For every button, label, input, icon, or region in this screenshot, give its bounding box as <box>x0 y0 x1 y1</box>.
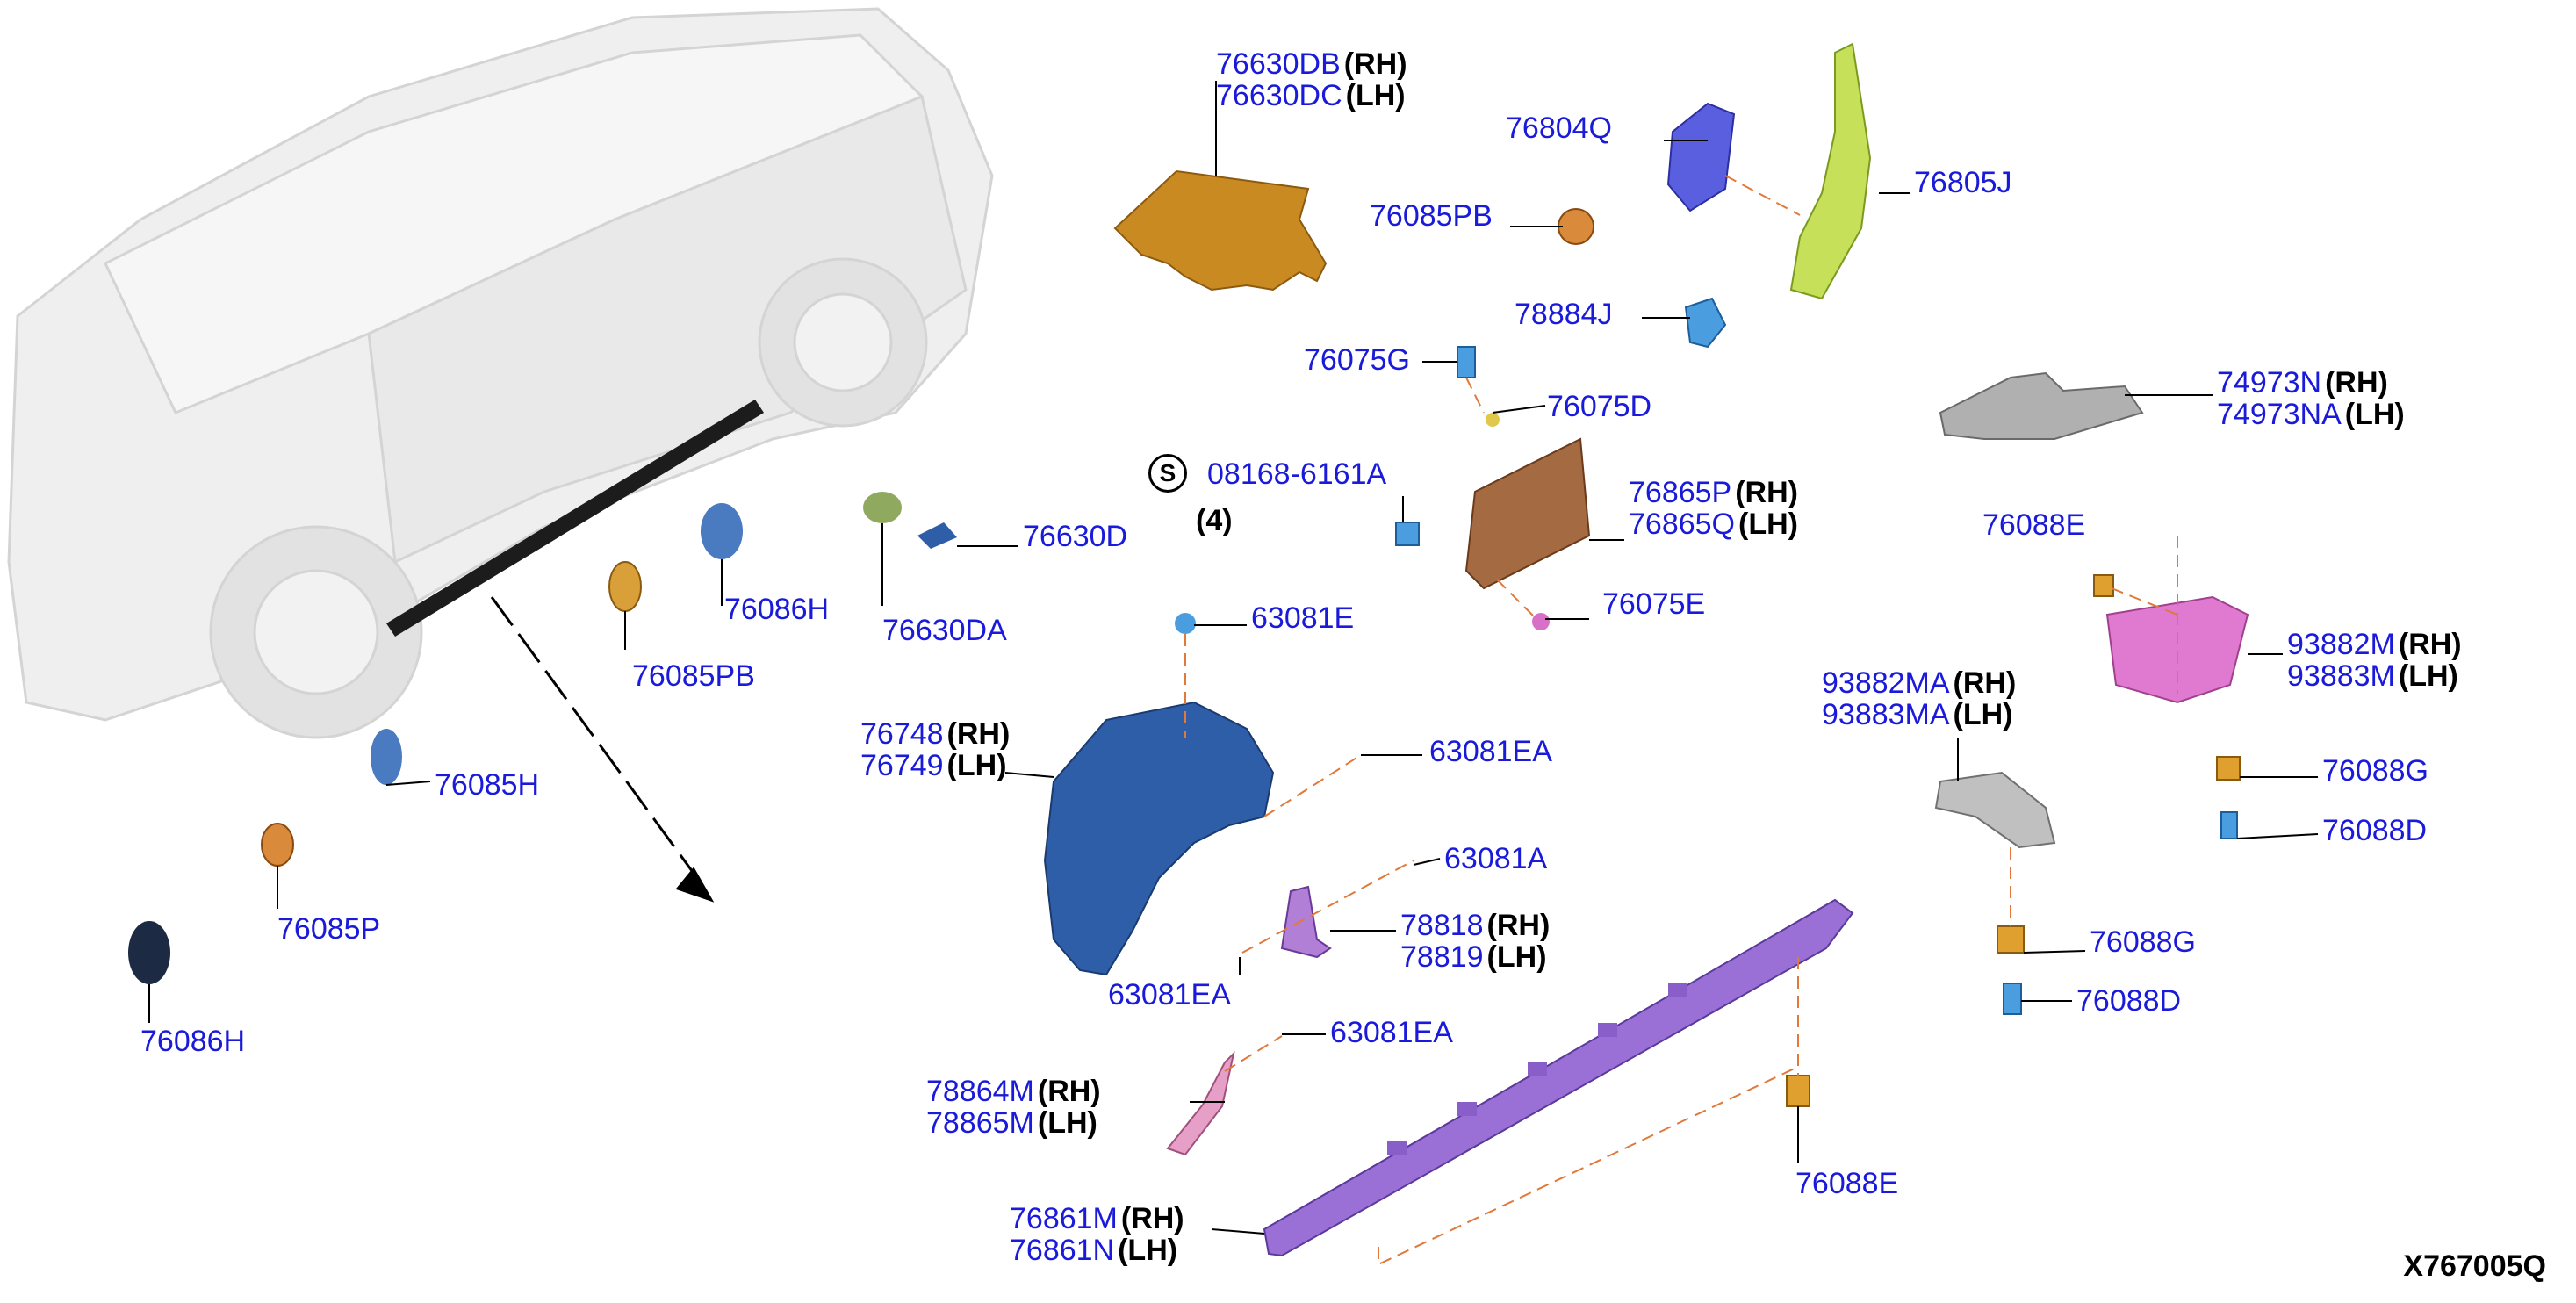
callout-63081e: 63081E <box>1251 601 1355 635</box>
clip-63081e <box>1175 613 1196 634</box>
part-76804q <box>1666 102 1736 212</box>
trim-93882m <box>2105 595 2249 704</box>
callout-76085pb-left: 76085PB <box>632 659 755 693</box>
callout-76085h: 76085H <box>435 768 540 802</box>
clip-76075d <box>1486 413 1500 427</box>
dashed-leaders <box>1184 175 2178 1266</box>
callout-76086h-mid: 76086H <box>724 593 830 626</box>
fender-liner-76748 <box>1043 701 1275 976</box>
callout-93882m: 93882M(RH) 93883M(LH) <box>2287 628 2462 693</box>
callout-93882ma: 93882MA(RH) 93883MA(LH) <box>1822 666 2017 731</box>
callout-78818: 78818(RH) 78819(LH) <box>1400 909 1551 974</box>
leader-lines <box>148 81 2319 1235</box>
clip-76088e-top <box>2093 574 2114 597</box>
callout-76075d: 76075D <box>1547 390 1652 423</box>
pad-76086h-mid <box>701 503 743 559</box>
pad-76630d <box>917 522 957 549</box>
callout-78884j: 78884J <box>1515 298 1613 331</box>
molding-clips <box>1387 983 1687 1155</box>
callout-76630da: 76630DA <box>882 614 1007 647</box>
callout-08168: 08168-6161A <box>1207 457 1387 491</box>
callout-63081ea-3: 63081EA <box>1330 1016 1453 1049</box>
sill-strip <box>386 400 764 637</box>
figure-code: X767005Q <box>2403 1249 2546 1283</box>
callout-76088g-m: 76088G <box>2090 925 2196 959</box>
bracket-93882ma <box>1934 771 2056 849</box>
callout-76088d-r: 76088D <box>2322 814 2428 847</box>
panel-76865p <box>1464 437 1591 590</box>
callout-76088e-top: 76088E <box>1982 508 2086 542</box>
clip-76088d-m <box>2003 983 2022 1015</box>
part-76805j <box>1789 42 1872 300</box>
part-74973n <box>1939 371 2144 440</box>
callout-76088e-low: 76088E <box>1795 1167 1899 1200</box>
callout-76075e: 76075E <box>1602 587 1706 621</box>
bracket-76630db <box>1113 169 1328 292</box>
direction-arrow <box>490 596 715 903</box>
bolt-08168 <box>1395 522 1420 546</box>
callout-74973n: 74973N(RH) 74973NA(LH) <box>2217 366 2405 431</box>
clip-76088g-r <box>2216 756 2241 781</box>
clip-76088d-r <box>2220 811 2238 839</box>
callout-76088d-m: 76088D <box>2076 984 2182 1018</box>
callout-76865p: 76865P(RH) 76865Q(LH) <box>1629 476 1798 541</box>
clip-76088e-low <box>1786 1075 1810 1107</box>
callout-76630db: 76630DB(RH) 76630DC(LH) <box>1216 47 1407 112</box>
clip-76075e <box>1532 613 1550 630</box>
clip-76088g-m <box>1997 925 2025 954</box>
vehicle-outline <box>7 7 994 739</box>
clip-76085p <box>261 823 294 867</box>
bracket-78818 <box>1280 885 1332 959</box>
pad-76086h-low <box>128 921 170 984</box>
clip-76085pb <box>1558 208 1594 245</box>
pad-76630da <box>863 492 902 523</box>
callout-76085pb: 76085PB <box>1370 199 1493 233</box>
callout-76088g-r: 76088G <box>2322 754 2428 788</box>
clip-76085pb-left <box>608 561 642 612</box>
callout-76805j: 76805J <box>1914 166 2012 199</box>
callout-76804q: 76804Q <box>1506 112 1612 145</box>
callout-76630d: 76630D <box>1023 520 1128 553</box>
callout-76086h-low: 76086H <box>140 1025 246 1058</box>
callout-63081a: 63081A <box>1444 842 1548 875</box>
trim-78864m <box>1166 1050 1235 1156</box>
callout-78864m: 78864M(RH) 78865M(LH) <box>926 1075 1101 1140</box>
clip-76075g <box>1457 346 1476 378</box>
part-78884j <box>1684 297 1727 349</box>
callout-76085p: 76085P <box>277 912 381 946</box>
pad-76085h <box>371 729 402 785</box>
service-symbol: S <box>1148 454 1187 493</box>
callout-76748: 76748(RH) 76749(LH) <box>860 717 1011 782</box>
quantity-label: (4) <box>1196 504 1233 537</box>
molding-76861m <box>1263 898 1854 1257</box>
callout-63081ea-1: 63081EA <box>1429 735 1552 768</box>
callout-63081ea-2: 63081EA <box>1108 978 1231 1011</box>
callout-76075g: 76075G <box>1304 343 1410 377</box>
callout-76861m: 76861M(RH) 76861N(LH) <box>1010 1202 1184 1267</box>
